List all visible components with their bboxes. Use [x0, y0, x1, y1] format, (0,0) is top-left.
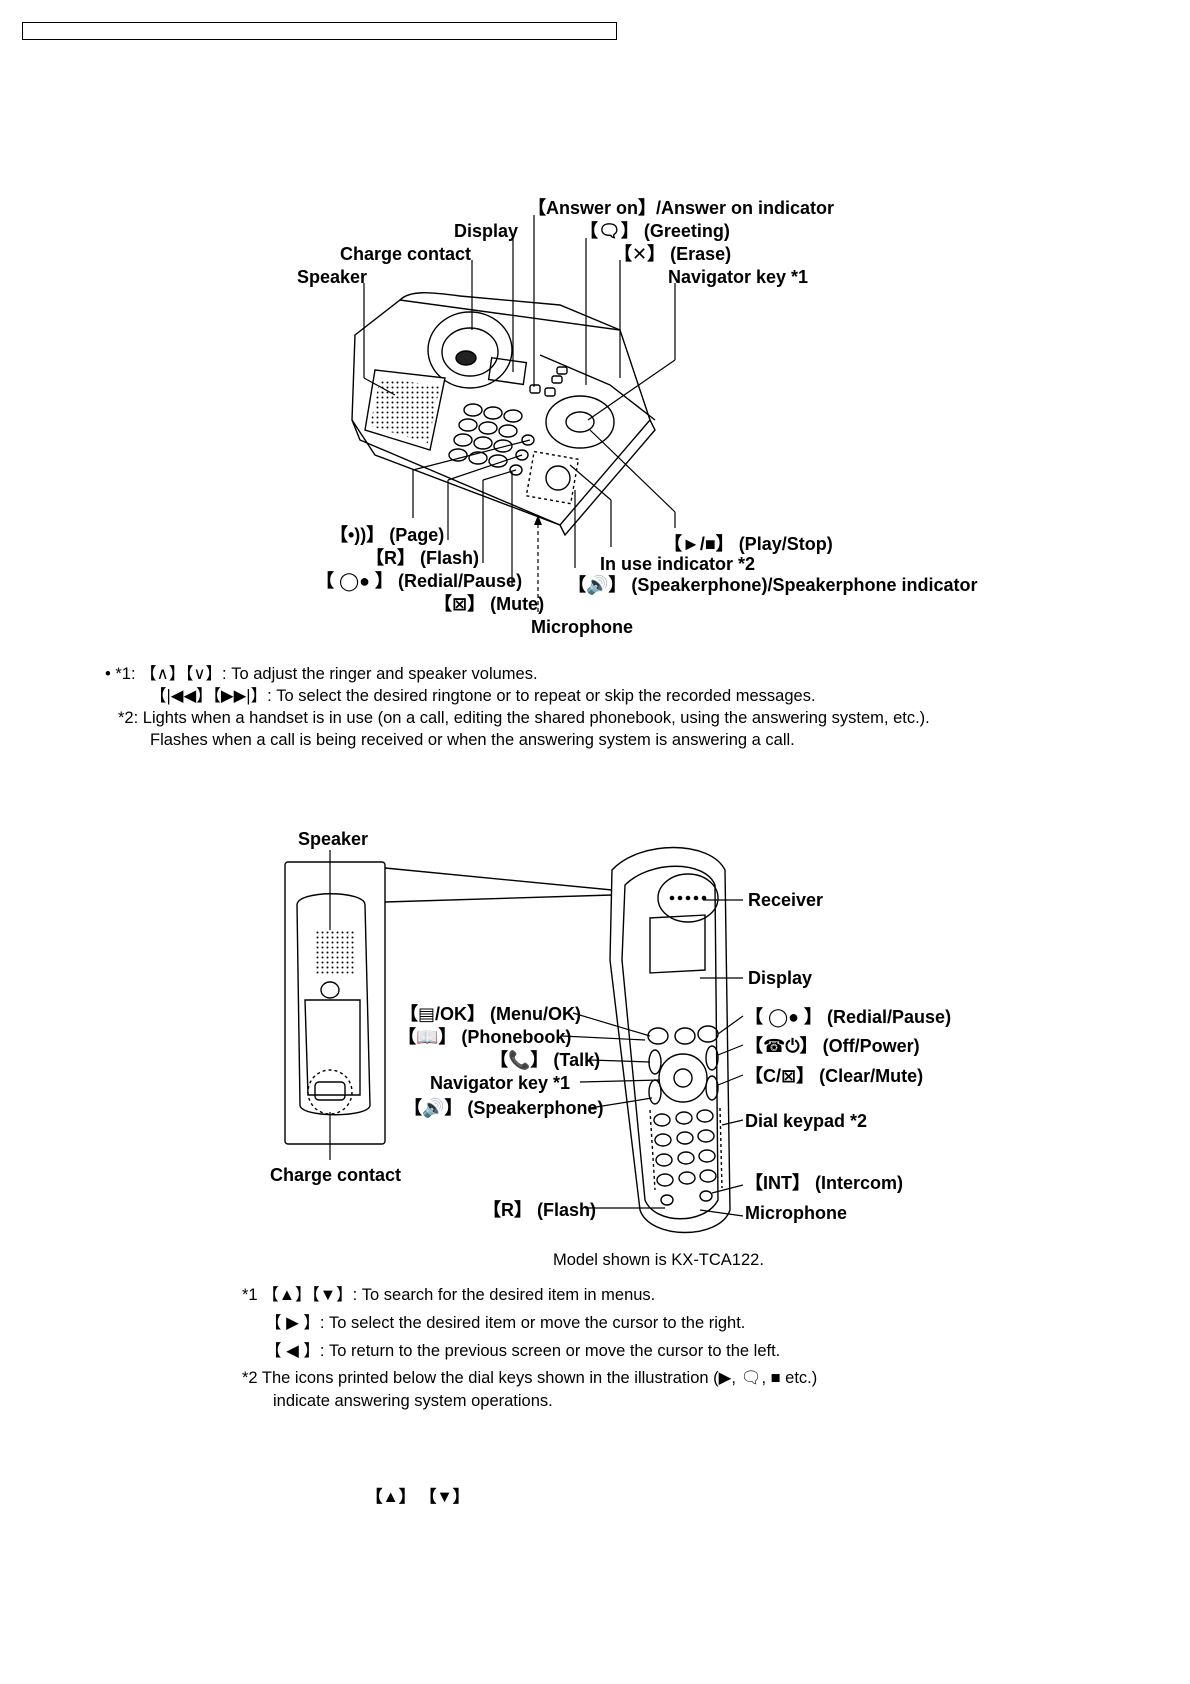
label-speakerphone: 【🔊】 (Speakerphone)/Speakerphone indicato…: [568, 574, 978, 596]
label-handset-charge-contact: Charge contact: [270, 1165, 401, 1185]
base-note-1: • *1: 【∧】【∨】: To adjust the ringer and s…: [105, 665, 538, 683]
label-off-power: 【☎⏻】 (Off/Power): [745, 1036, 920, 1056]
handset-figure: Speaker Charge contact Receiver Display …: [270, 829, 951, 1234]
label-mute: 【⊠】 (Mute): [434, 594, 544, 614]
label-page: 【•))】 (Page): [330, 525, 444, 545]
label-dial-keypad: Dial keypad *2: [745, 1111, 867, 1131]
label-erase: 【✕】 (Erase): [614, 244, 731, 264]
label-display: Display: [454, 221, 518, 241]
handset-note-5: indicate answering system operations.: [273, 1392, 553, 1410]
label-receiver: Receiver: [748, 890, 823, 910]
label-in-use-indicator: In use indicator *2: [600, 554, 755, 574]
handset-note-3: 【 ◀ 】: To return to the previous screen …: [265, 1342, 781, 1360]
label-navigator-key: Navigator key *1: [668, 267, 808, 287]
label-handset-display: Display: [748, 968, 812, 988]
base-note-3: *2: Lights when a handset is in use (on …: [118, 709, 930, 727]
base-unit-figure: 【Answer on】/Answer on indicator Display …: [297, 198, 978, 637]
label-microphone: Microphone: [531, 617, 633, 637]
label-redial-pause: 【 ◯● 】 (Redial/Pause): [316, 571, 522, 592]
label-phonebook: 【📖】 (Phonebook): [398, 1027, 571, 1047]
label-handset-flash: 【R】 (Flash): [483, 1200, 596, 1220]
label-menu-ok: 【▤/OK】 (Menu/OK): [400, 1004, 581, 1024]
header-box: [22, 22, 617, 40]
base-note-2: 【|◀◀】【▶▶|】: To select the desired ringto…: [150, 687, 816, 705]
base-note-4: Flashes when a call is being received or…: [150, 731, 795, 749]
handset-note-4: *2 The icons printed below the dial keys…: [242, 1369, 818, 1387]
label-handset-navigator-key: Navigator key *1: [430, 1073, 570, 1093]
handset-note-2: 【 ▶ 】: To select the desired item or mov…: [265, 1314, 746, 1332]
label-handset-microphone: Microphone: [745, 1203, 847, 1223]
label-intercom: 【INT】 (Intercom): [745, 1173, 903, 1193]
label-answer-on: 【Answer on】/Answer on indicator: [528, 198, 834, 218]
label-talk: 【📞】 (Talk): [490, 1048, 600, 1070]
footer-keys: 【▲】 【▼】: [366, 1488, 470, 1506]
label-clear-mute: 【C/⊠】 (Clear/Mute): [745, 1066, 923, 1086]
label-handset-redial-pause: 【 ◯● 】 (Redial/Pause): [745, 1007, 951, 1028]
handset-note-1: *1 【▲】【▼】: To search for the desired ite…: [242, 1286, 656, 1304]
label-speaker: Speaker: [297, 267, 367, 287]
label-handset-speaker: Speaker: [298, 829, 368, 849]
label-play-stop: 【►/■】 (Play/Stop): [664, 534, 833, 554]
label-greeting: 【🗨】 (Greeting): [580, 221, 730, 241]
label-flash: 【R】 (Flash): [366, 548, 479, 568]
label-handset-speakerphone: 【🔊】 (Speakerphone): [404, 1097, 603, 1119]
handset-caption: Model shown is KX-TCA122.: [553, 1251, 764, 1269]
label-charge-contact: Charge contact: [340, 244, 471, 264]
